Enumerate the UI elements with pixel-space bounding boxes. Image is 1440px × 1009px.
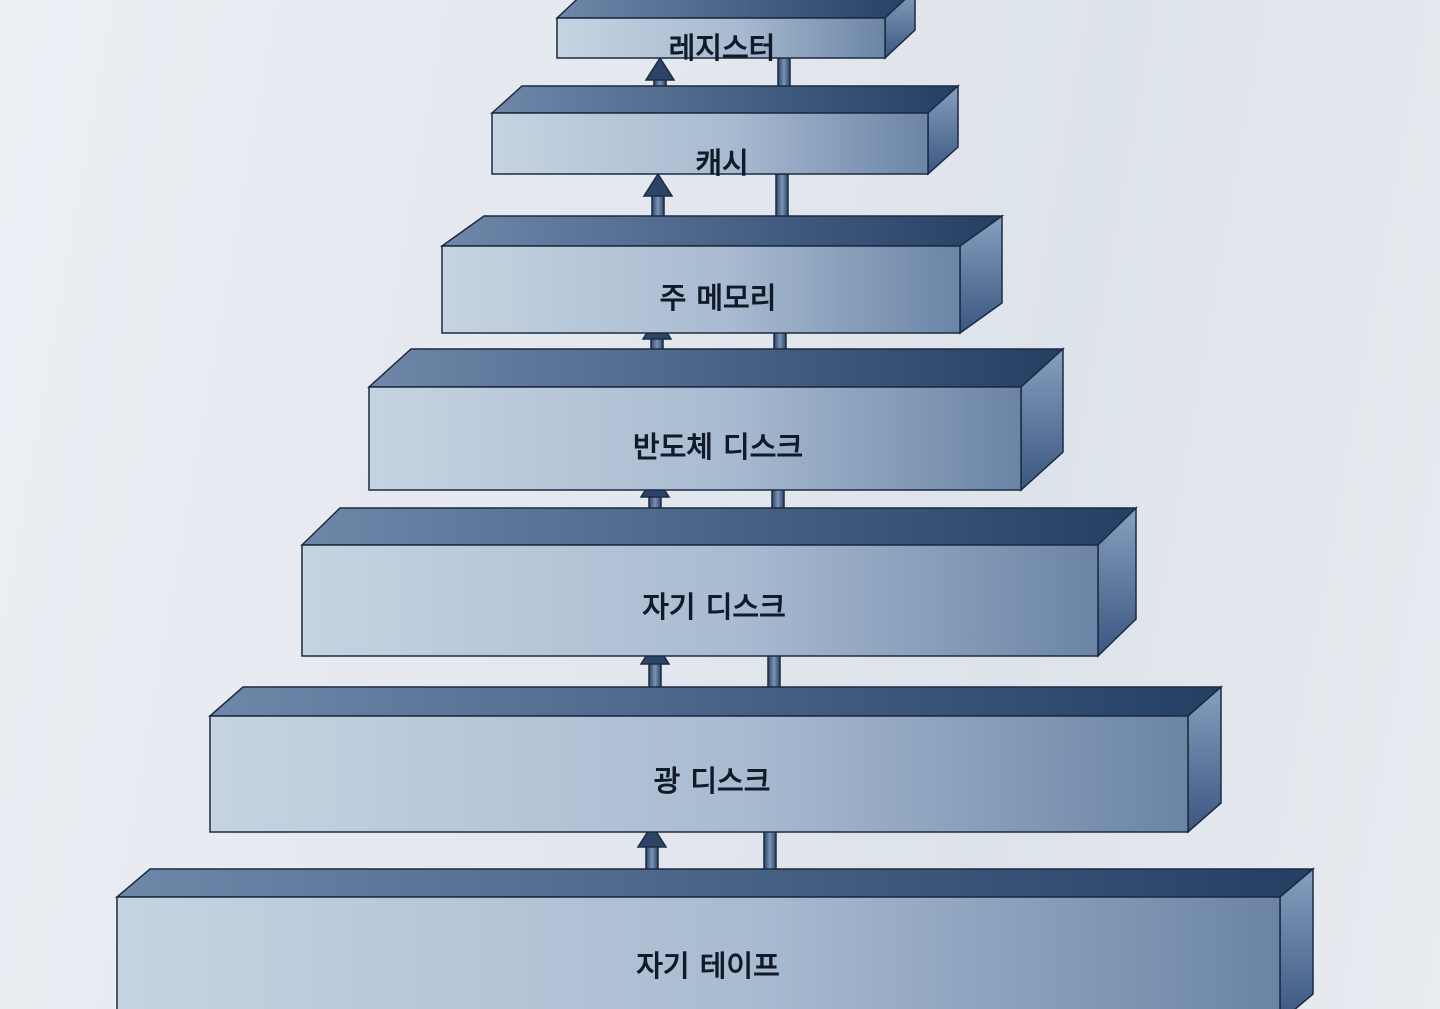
box-top-face — [490, 85, 960, 114]
level-label: 캐시 — [695, 146, 748, 180]
level-magnetic-tape: 자기 테이프 — [114, 867, 1316, 1009]
box-front-face — [556, 17, 886, 59]
level-label: 주 메모리 — [660, 281, 777, 315]
level-ssd: 반도체 디스크 — [367, 347, 1065, 492]
level-label: 자기 디스크 — [642, 590, 786, 624]
level-label: 자기 테이프 — [636, 949, 780, 983]
level-register: 레지스터 — [555, 0, 916, 65]
box-front-face — [209, 715, 1189, 833]
box-front-face — [301, 544, 1099, 657]
level-optical-disk: 광 디스크 — [208, 685, 1223, 834]
level-main-memory: 주 메모리 — [439, 214, 1005, 335]
box-top-face — [208, 686, 1223, 717]
box-top-face — [439, 215, 1005, 247]
level-cache: 캐시 — [490, 84, 960, 180]
box-front-face — [116, 896, 1281, 1009]
box-top-face — [300, 507, 1138, 546]
level-magnetic-disk: 자기 디스크 — [300, 506, 1138, 658]
level-label: 광 디스크 — [654, 764, 771, 798]
box-top-face — [555, 0, 906, 19]
box-top-face — [114, 868, 1316, 898]
box-front-face — [441, 245, 961, 334]
level-label: 레지스터 — [669, 31, 776, 65]
level-label: 반도체 디스크 — [633, 430, 803, 464]
box-top-face — [367, 348, 1065, 388]
box-front-face — [368, 386, 1022, 491]
box-front-face — [491, 112, 929, 175]
